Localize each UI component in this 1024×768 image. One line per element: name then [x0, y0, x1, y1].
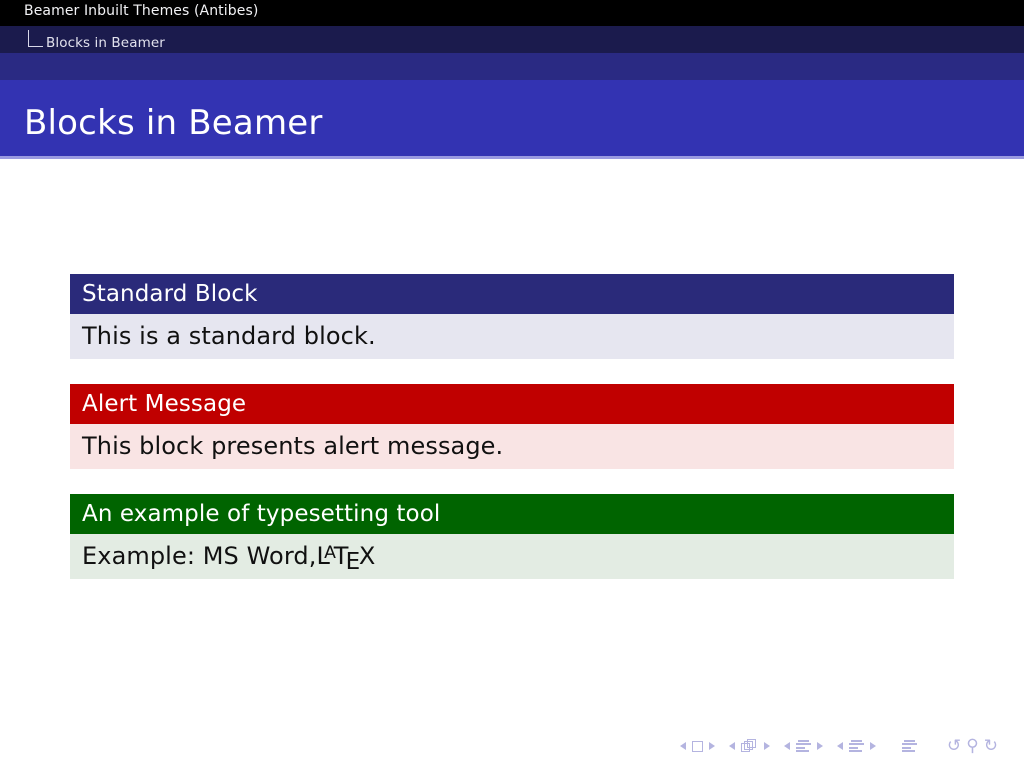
latex-logo-l: L: [316, 541, 330, 570]
alert-block-title: Alert Message: [70, 384, 954, 424]
prev-subsection-icon[interactable]: [784, 742, 791, 750]
forward-icon[interactable]: ↻: [983, 735, 998, 756]
example-block-title: An example of typesetting tool: [70, 494, 954, 534]
section-navigation-bar: [0, 0, 1024, 26]
section-title[interactable]: Beamer Inbuilt Themes (Antibes): [24, 3, 259, 19]
title-bar-rule: [0, 156, 1024, 159]
next-section-icon[interactable]: [870, 742, 877, 750]
page-title: Blocks in Beamer: [24, 103, 323, 143]
alert-block-body: This block presents alert message.: [70, 424, 954, 469]
latex-logo-a: A: [324, 542, 336, 563]
frames-icon[interactable]: [741, 739, 758, 753]
prev-frame-icon[interactable]: [729, 742, 736, 750]
frame-title-bar: [0, 80, 1024, 156]
nav-group-overview: [902, 739, 918, 753]
section-lines-icon[interactable]: [849, 739, 865, 753]
latex-logo: LATEX: [316, 541, 376, 575]
navigation-symbols: ↺ ⚲ ↻: [680, 736, 998, 756]
alert-block: Alert Message This block presents alert …: [70, 384, 954, 469]
back-icon[interactable]: ↺: [947, 735, 962, 756]
latex-logo-t: T: [333, 541, 349, 570]
search-icon[interactable]: ⚲: [966, 735, 979, 756]
tree-connector-icon: [28, 30, 43, 47]
nav-tools: ↺ ⚲ ↻: [947, 735, 998, 756]
standard-block: Standard Block This is a standard block.: [70, 274, 954, 359]
blocks-container: Standard Block This is a standard block.…: [70, 274, 954, 579]
next-slide-icon[interactable]: [709, 742, 716, 750]
nav-group-section: [837, 739, 877, 753]
prev-slide-icon[interactable]: [680, 742, 687, 750]
example-block: An example of typesetting tool Example: …: [70, 494, 954, 579]
example-block-body-text: Example: MS Word,: [82, 541, 317, 570]
slide-icon[interactable]: [692, 740, 704, 752]
subsection-title: Blocks in Beamer: [46, 34, 165, 51]
latex-logo-e: E: [345, 548, 361, 575]
nav-group-slide: [680, 740, 716, 752]
standard-block-body: This is a standard block.: [70, 314, 954, 359]
subsection-entry[interactable]: Blocks in Beamer: [28, 30, 165, 50]
subsection-navigation-bar: [0, 26, 1024, 53]
next-subsection-icon[interactable]: [817, 742, 824, 750]
nav-group-frame: [729, 739, 771, 753]
standard-block-title: Standard Block: [70, 274, 954, 314]
latex-logo-x: X: [358, 541, 376, 570]
prev-section-icon[interactable]: [837, 742, 844, 750]
nav-group-subsection: [784, 739, 824, 753]
example-block-body: Example: MS Word, LATEX: [70, 534, 954, 579]
header-spacer-bar: [0, 53, 1024, 80]
next-frame-icon[interactable]: [764, 742, 771, 750]
document-lines-icon[interactable]: [902, 739, 918, 753]
subsection-lines-icon[interactable]: [796, 739, 812, 753]
